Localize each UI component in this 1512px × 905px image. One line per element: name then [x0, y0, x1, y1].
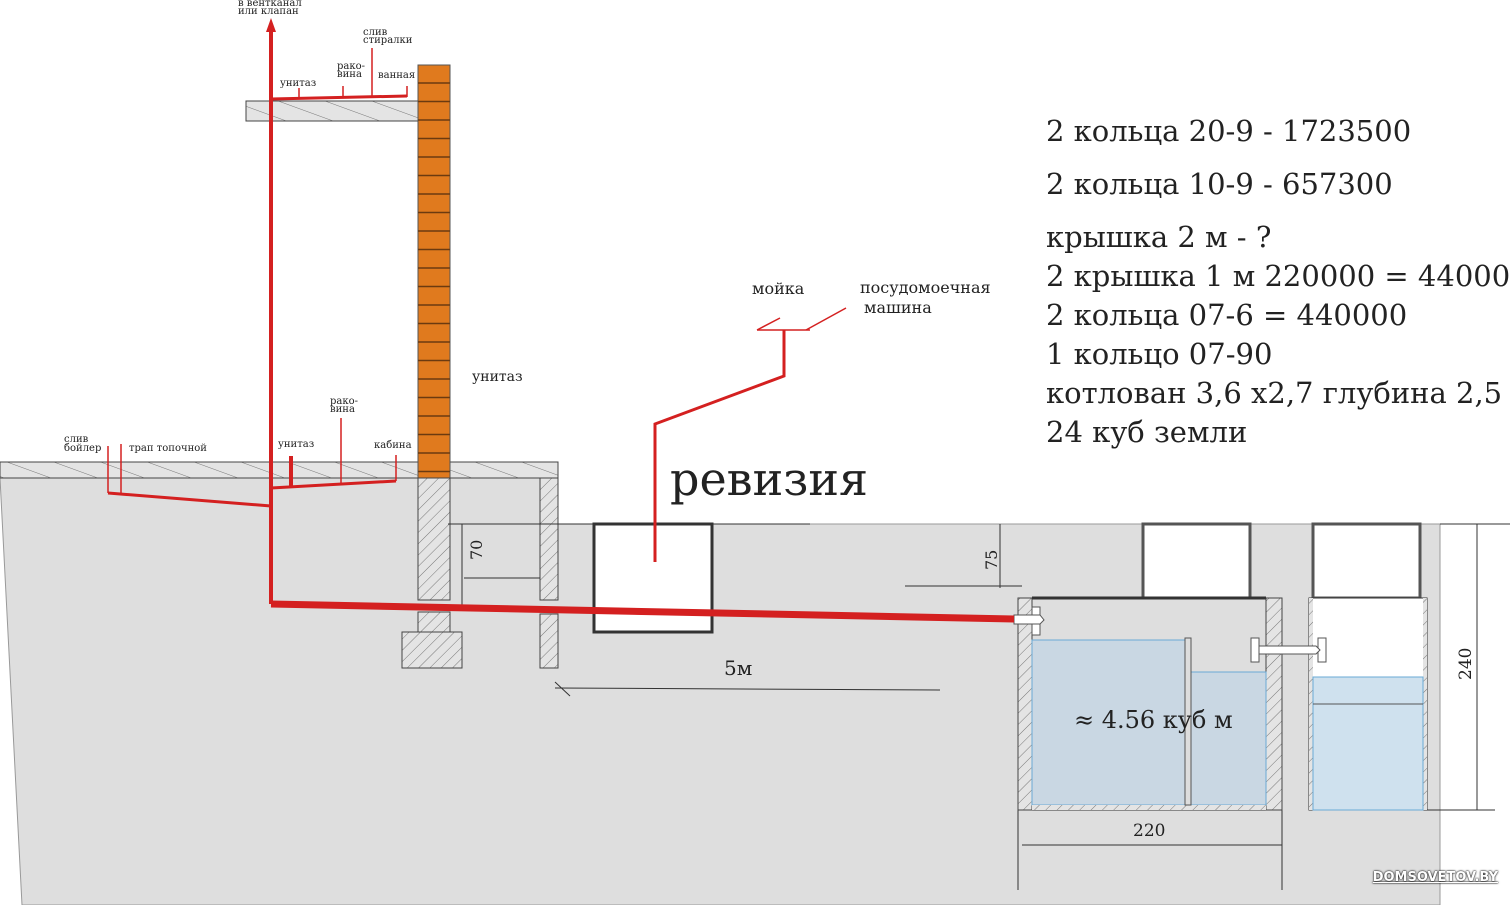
note-line: 2 крышка 1 м 220000 = 440000 — [1046, 259, 1512, 293]
bath-label: ванная — [378, 70, 415, 81]
toilet-top-label: унитаз — [280, 78, 316, 89]
shower-label: кабина — [374, 440, 412, 451]
footing — [401, 631, 463, 669]
kitchen-sink-label: мойка — [752, 279, 805, 298]
foundation-block — [417, 611, 451, 633]
partition — [1184, 637, 1192, 806]
furnace-trap-label: трап топочной — [129, 443, 207, 454]
brick-wall — [417, 64, 451, 479]
watermark: DOMSOVETOV.BY — [1372, 870, 1498, 885]
dim-5m: 5м — [724, 656, 752, 680]
note-line: крышка 2 м - ? — [1046, 220, 1272, 254]
toilet-floor-label: унитаз — [278, 439, 314, 450]
tank-shaft — [1141, 522, 1252, 600]
note-line: 2 кольца 07-6 = 440000 — [1046, 298, 1408, 332]
note-line: котлован 3,6 х2,7 глубина 2,5 — [1046, 376, 1503, 410]
outer-foundation — [539, 477, 559, 601]
floor-slab — [0, 461, 559, 479]
sink-floor-label: рако-вина — [330, 396, 358, 415]
note-line: 1 кольцо 07-90 — [1046, 337, 1273, 371]
foundation — [417, 477, 451, 601]
tank-volume: ≈ 4.56 куб м — [1074, 706, 1233, 734]
revision-label: ревизия — [670, 452, 868, 506]
dim-240: 240 — [1456, 648, 1476, 680]
overflow-pipe — [1013, 606, 1327, 663]
note-line: 2 кольца 20-9 - 1723500 — [1046, 114, 1412, 148]
dim-75: 75 — [982, 550, 1001, 570]
dim-70: 70 — [467, 540, 486, 560]
cost-notes: 2 кольца 20-9 - 1723500 2 кольца 10-9 - … — [1046, 112, 1512, 452]
settling-tank — [1017, 596, 1283, 811]
dim-220: 220 — [1133, 821, 1165, 841]
outer-foundation-lower — [539, 613, 559, 669]
well-shaft — [1311, 522, 1422, 600]
note-line: 2 кольца 10-9 - 657300 — [1046, 167, 1393, 201]
note-line: 24 куб земли — [1046, 415, 1248, 449]
toilet-wall-label: унитаз — [472, 369, 523, 385]
sink-top-label: рако-вина — [337, 61, 365, 80]
filter-well — [1308, 597, 1428, 811]
sewer-pipes — [107, 18, 1015, 623]
